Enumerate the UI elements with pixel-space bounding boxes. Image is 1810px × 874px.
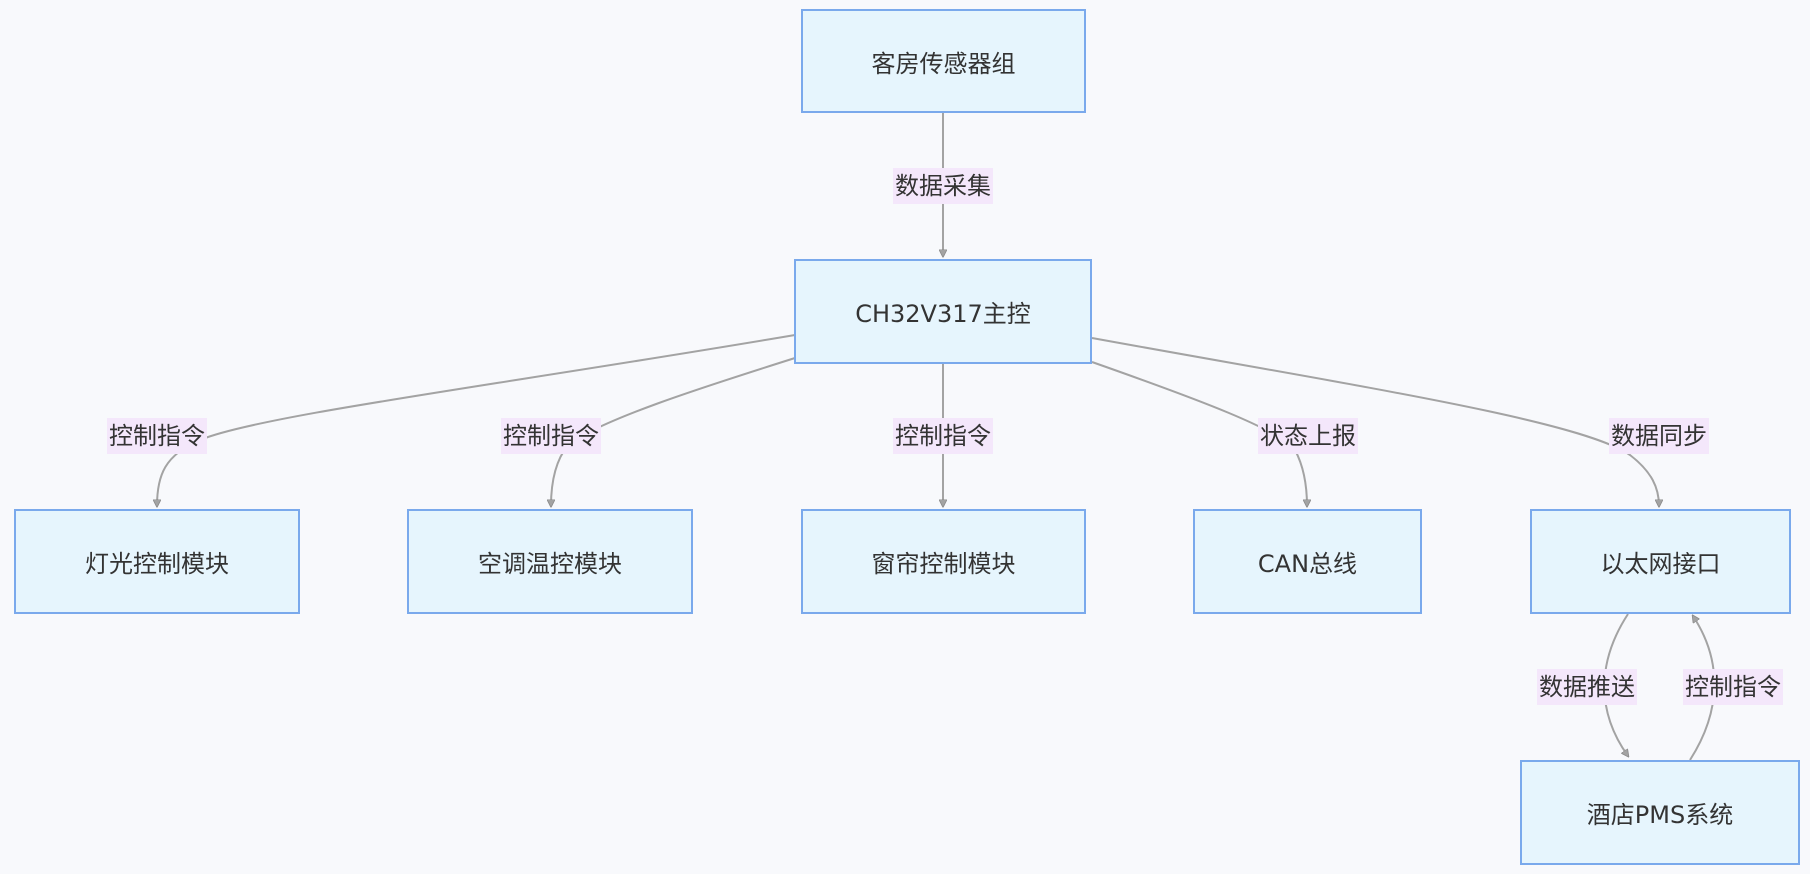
edge-label-ac-command: 控制指令 — [501, 418, 601, 454]
edge-mcu-to-light — [157, 334, 796, 506]
node-curtain-control: 窗帘控制模块 — [801, 509, 1086, 614]
node-light-control: 灯光控制模块 — [14, 509, 300, 614]
edge-label-curtain-command: 控制指令 — [893, 418, 993, 454]
edge-label-light-command: 控制指令 — [107, 418, 207, 454]
node-ethernet: 以太网接口 — [1530, 509, 1791, 614]
node-room-sensors: 客房传感器组 — [801, 9, 1086, 113]
edge-label-data-push: 数据推送 — [1537, 669, 1637, 705]
edge-label-status-report: 状态上报 — [1258, 418, 1358, 454]
edge-label-data-collection: 数据采集 — [893, 168, 993, 204]
edge-label-data-sync: 数据同步 — [1609, 418, 1709, 454]
edge-mcu-to-ethernet — [1091, 337, 1659, 506]
node-ac-control: 空调温控模块 — [407, 509, 693, 614]
edge-label-pms-command: 控制指令 — [1683, 669, 1783, 705]
node-mcu: CH32V317主控 — [794, 259, 1092, 364]
node-can-bus: CAN总线 — [1193, 509, 1422, 614]
node-hotel-pms: 酒店PMS系统 — [1520, 760, 1800, 865]
